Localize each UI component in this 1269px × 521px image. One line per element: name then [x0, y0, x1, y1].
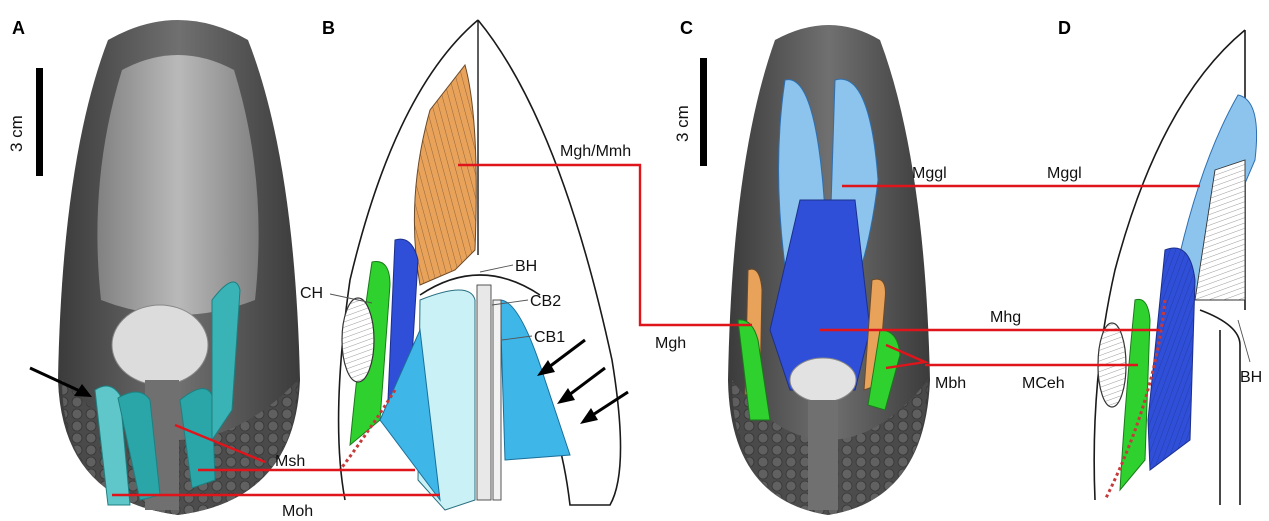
- panel-d-letter: D: [1058, 18, 1071, 38]
- bone-dome-c: [790, 358, 856, 402]
- panel-c: C 3 cm: [673, 18, 930, 515]
- panel-d: D BH: [1058, 18, 1262, 505]
- label-bh-d: BH: [1240, 369, 1262, 386]
- scale-bar-c: [700, 58, 707, 166]
- cartilage-cb1-b: [493, 300, 501, 500]
- cartilage-cb2-b: [477, 285, 491, 500]
- label-mggl-d: Mggl: [1047, 165, 1082, 182]
- label-msh: Msh: [275, 453, 305, 470]
- muscle-orange-b-hatch: [414, 65, 476, 285]
- label-ch: CH: [300, 285, 323, 302]
- pointer-bh-b: [480, 265, 513, 272]
- label-mhg: Mhg: [990, 309, 1021, 326]
- label-cb2: CB2: [530, 293, 561, 310]
- label-cb1: CB1: [534, 329, 565, 346]
- panel-a: A 3 cm: [7, 18, 300, 515]
- hyoid-stalk-c: [808, 400, 838, 510]
- arrow-b2-head: [557, 388, 575, 404]
- ceratohyal-b-hatch: [342, 298, 374, 382]
- panel-b: B CH BH: [300, 18, 628, 510]
- arrow-b3-head: [580, 408, 598, 424]
- panel-c-letter: C: [680, 18, 693, 38]
- bone-dome-a: [112, 305, 208, 385]
- label-mggl-c: Mggl: [912, 165, 947, 182]
- label-bh-b: BH: [515, 258, 537, 275]
- muscle-dark-blue-d-hatch: [1148, 248, 1195, 470]
- scale-bar-a-label: 3 cm: [7, 115, 26, 152]
- label-mgh: Mgh: [655, 335, 686, 352]
- scale-bar-c-label: 3 cm: [673, 105, 692, 142]
- muscle-cyan-b-right: [500, 300, 570, 460]
- palate-a: [97, 55, 258, 315]
- basihyal-d: [1200, 310, 1240, 505]
- panel-b-letter: B: [322, 18, 335, 38]
- label-moh: Moh: [282, 503, 313, 520]
- label-mbh: Mbh: [935, 375, 966, 392]
- label-mgh-mmh: Mgh/Mmh: [560, 143, 631, 160]
- scale-bar-a: [36, 68, 43, 176]
- label-mceh: MCeh: [1022, 375, 1065, 392]
- panel-a-letter: A: [12, 18, 25, 38]
